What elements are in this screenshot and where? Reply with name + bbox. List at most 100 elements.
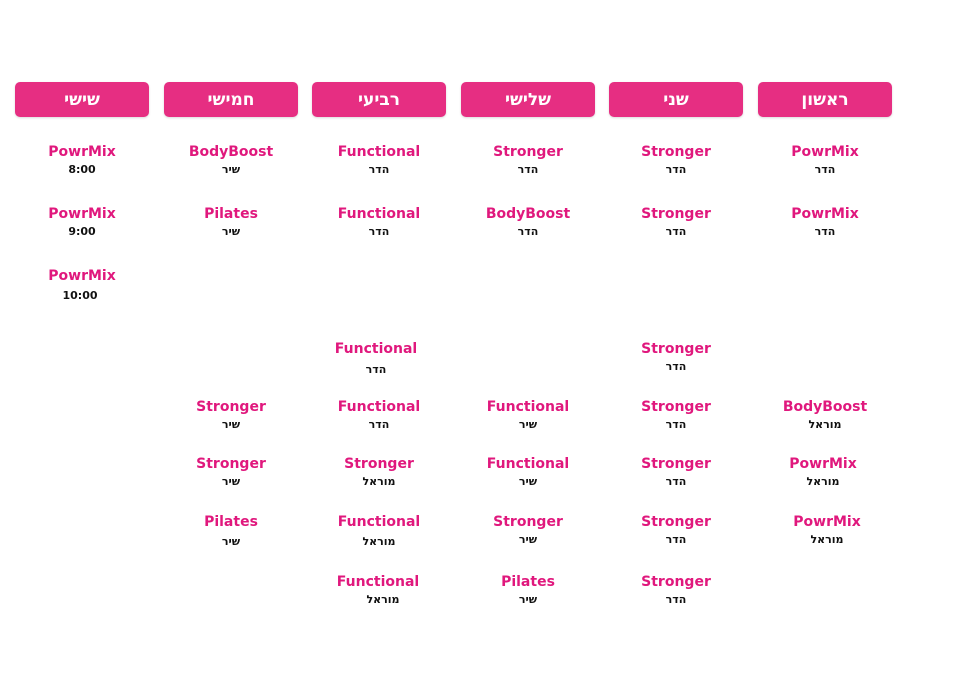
day-header-sunday: ראשון [758,82,892,117]
class-instructor: הדר [665,360,687,373]
class-name: BodyBoost [188,144,274,160]
class-instructor: שיר [221,535,241,548]
class-name: PowrMix [48,206,116,222]
class-item[interactable]: Stronger שיר [164,399,298,433]
class-instructor: הדר [665,163,687,176]
class-instructor: שיר [221,475,241,488]
class-item[interactable]: Stronger הדר [461,144,595,178]
class-item[interactable]: Functional מוראל [311,574,445,608]
class-name: Stronger [493,144,563,160]
class-name: Pilates [501,574,555,590]
class-instructor: מוראל [362,475,396,488]
class-name: Functional [486,456,570,472]
class-item[interactable]: Stronger הדר [609,514,743,548]
class-instructor: מוראל [366,593,400,606]
class-item[interactable]: PowrMix 9:00 [15,206,149,240]
class-item[interactable]: Stronger הדר [609,341,743,375]
class-name: Functional [486,399,570,415]
class-name: Pilates [204,514,258,530]
class-name: Stronger [196,456,266,472]
day-label: ראשון [801,89,849,110]
class-item[interactable]: Functional הדר [312,144,446,178]
class-name: PowrMix [48,268,116,284]
class-instructor: הדר [368,163,390,176]
day-header-tuesday: שלישי [461,82,595,117]
class-name: BodyBoost [782,399,868,415]
day-label: שישי [64,89,100,110]
class-item[interactable]: Stronger שיר [164,456,298,490]
class-name: Stronger [641,206,711,222]
class-instructor: שיר [221,418,241,431]
class-name: Functional [336,574,420,590]
class-instructor: שיר [518,418,538,431]
class-instructor: הדר [665,593,687,606]
class-item[interactable]: Stronger הדר [609,399,743,433]
class-name: BodyBoost [485,206,571,222]
class-item[interactable]: Stronger הדר [609,144,743,178]
class-instructor: שיר [221,163,241,176]
class-name: Stronger [641,399,711,415]
class-instructor: הדר [814,163,836,176]
class-instructor: מוראל [362,535,396,548]
class-time: 8:00 [68,163,96,176]
class-item[interactable]: PowrMix 10:00 [15,268,149,304]
class-name: Stronger [344,456,414,472]
class-item[interactable]: Stronger מוראל [312,456,446,490]
class-item[interactable]: Pilates שיר [461,574,595,608]
class-name: Stronger [641,514,711,530]
class-item[interactable]: Functional שיר [461,399,595,433]
class-instructor: הדר [368,418,390,431]
class-name: Functional [337,206,421,222]
class-instructor: שיר [221,225,241,238]
class-name: Functional [337,144,421,160]
class-instructor: הדר [665,533,687,546]
class-time: 9:00 [68,225,96,238]
class-instructor: הדר [665,418,687,431]
class-instructor: הדר [517,225,539,238]
class-name: Stronger [196,399,266,415]
class-item[interactable]: Functional שיר [461,456,595,490]
day-label: שני [663,89,689,110]
class-instructor: הדר [814,225,836,238]
class-item[interactable]: BodyBoost הדר [461,206,595,240]
class-time: 10:00 [62,289,98,302]
class-instructor: הדר [517,163,539,176]
class-name: Stronger [641,574,711,590]
day-header-wednesday: רביעי [312,82,446,117]
class-name: PowrMix [789,456,857,472]
class-instructor: שיר [518,533,538,546]
class-name: Functional [334,341,418,357]
class-instructor: מוראל [806,475,840,488]
class-instructor: הדר [368,225,390,238]
day-label: שלישי [504,89,552,110]
class-item[interactable]: Stronger הדר [609,574,743,608]
class-name: PowrMix [791,144,859,160]
class-item[interactable]: BodyBoost שיר [164,144,298,178]
class-name: Stronger [641,341,711,357]
class-item[interactable]: Functional הדר [309,341,443,378]
class-instructor: מוראל [810,533,844,546]
class-item[interactable]: Functional הדר [312,206,446,240]
class-name: Stronger [641,144,711,160]
day-header-thursday: חמישי [164,82,298,117]
class-item[interactable]: PowrMix מוראל [760,514,894,548]
class-item[interactable]: PowrMix מוראל [756,456,890,490]
class-instructor: הדר [365,363,387,376]
class-instructor: הדר [665,475,687,488]
class-item[interactable]: Pilates שיר [164,514,298,550]
class-name: PowrMix [793,514,861,530]
day-label: חמישי [207,89,255,110]
class-instructor: שיר [518,475,538,488]
class-item[interactable]: PowrMix הדר [758,144,892,178]
class-instructor: שיר [518,593,538,606]
day-header-monday: שני [609,82,743,117]
